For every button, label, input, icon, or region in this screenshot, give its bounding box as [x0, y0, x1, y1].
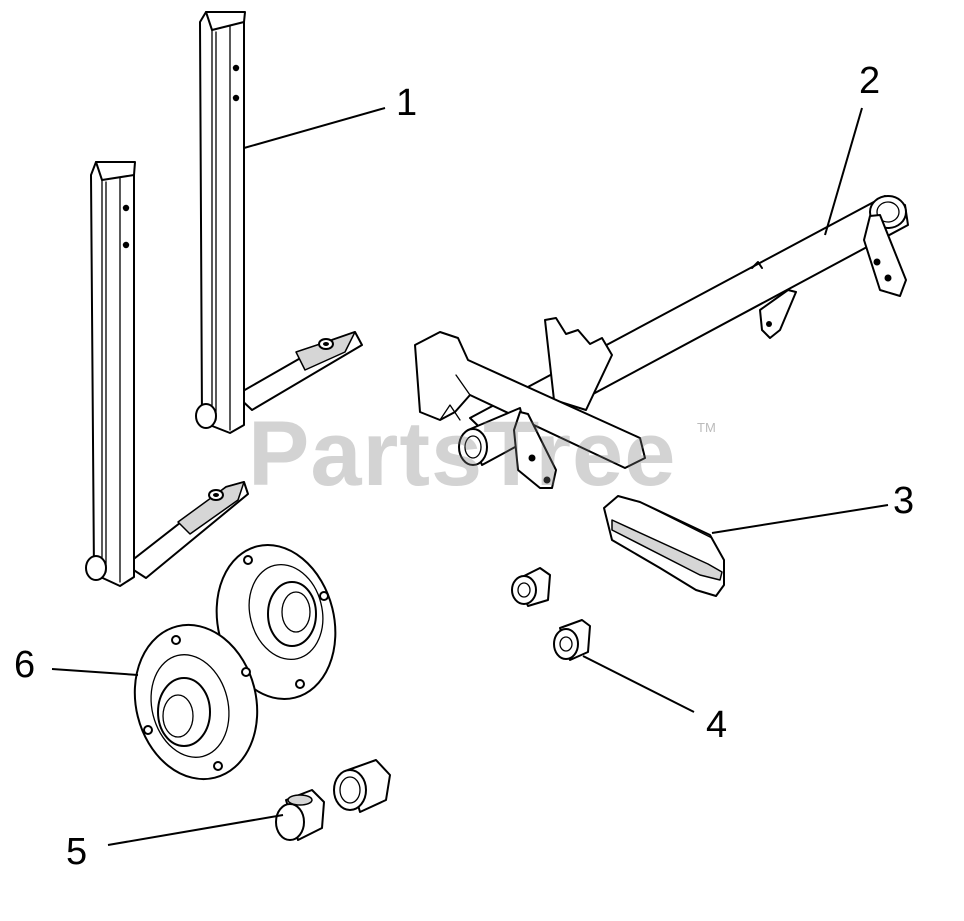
leader-6	[51, 668, 139, 676]
part-1-upright-front	[85, 161, 249, 587]
leader-2	[824, 107, 863, 236]
part-2-axle	[414, 195, 909, 489]
part-6-flanges	[133, 544, 337, 781]
leader-1	[243, 107, 386, 149]
callout-5: 5	[66, 831, 88, 873]
part-3-pad	[603, 495, 725, 597]
leader-lines	[51, 107, 889, 846]
trademark-symbol: TM	[697, 420, 716, 435]
part-1-upright-rear	[195, 11, 363, 434]
callout-3: 3	[893, 480, 915, 522]
callout-1: 1	[396, 82, 418, 124]
part-5-bushings	[275, 759, 391, 841]
watermark: PartsTree	[248, 403, 677, 505]
callout-2: 2	[859, 60, 881, 102]
leader-3	[711, 504, 889, 534]
leader-4	[582, 655, 695, 713]
leader-5	[107, 814, 284, 846]
part-4-bushings	[511, 567, 591, 661]
callout-6: 6	[14, 644, 36, 686]
callout-4: 4	[706, 704, 728, 746]
